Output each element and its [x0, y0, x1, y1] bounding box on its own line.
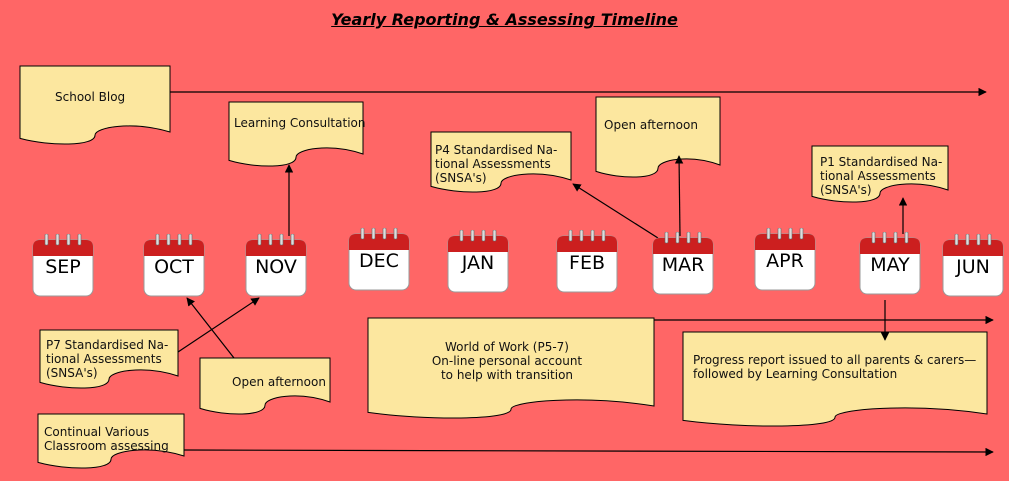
diagram-title: Yearly Reporting & Assessing Timeline [331, 10, 678, 29]
note-shape-open-afternoon-mar [595, 96, 721, 178]
arrow-open-afternoon-oct [186, 297, 235, 359]
calendar-graphic [143, 233, 205, 297]
arrow-mar-open-afternoon [674, 155, 684, 237]
month-label: APR [766, 250, 804, 272]
arrow-p7-nov [177, 297, 260, 353]
note-p4-snsa: P4 Standardised Na- tional Assessments (… [435, 143, 558, 185]
note-learning-consultation: Learning Consultation [234, 116, 366, 130]
note-shape-p1-snsa [811, 145, 949, 203]
note-progress-report: Progress report issued to all parents & … [693, 353, 977, 381]
calendar-graphic [32, 233, 94, 297]
month-label: JUN [956, 256, 990, 278]
note-shape-progress-report [682, 331, 988, 427]
calendar-mar-icon: MAR [652, 231, 714, 296]
arrow-classroom-assessing [183, 447, 994, 457]
note-p7-snsa: P7 Standardised Na- tional Assessments (… [46, 338, 169, 380]
arrow-mar-p4-snsa [572, 183, 659, 239]
note-shape-p4-snsa [430, 131, 572, 193]
calendar-oct-icon: OCT [143, 233, 205, 298]
note-shape-world-of-work [367, 317, 655, 419]
calendar-graphic [348, 227, 410, 291]
month-label: MAR [661, 254, 705, 276]
calendar-apr-icon: APR [754, 227, 816, 292]
note-shape-classroom-assessing [37, 413, 185, 469]
note-shape-learning-consultation [228, 101, 364, 167]
calendar-graphic [447, 229, 509, 293]
note-open-afternoon-nov: Open afternoon [232, 375, 326, 389]
month-label: SEP [45, 256, 81, 278]
calendar-sep-icon: SEP [32, 233, 94, 298]
calendar-may-icon: MAY [859, 231, 921, 296]
note-school-blog: School Blog [55, 90, 126, 104]
calendar-graphic [245, 233, 307, 297]
calendar-graphic [754, 227, 816, 291]
note-shape-p7-snsa [39, 329, 179, 389]
month-label: MAY [870, 254, 910, 276]
month-label: OCT [154, 256, 194, 278]
calendar-graphic [652, 231, 714, 295]
calendar-jun-icon: JUN [942, 233, 1004, 298]
calendar-feb-icon: FEB [556, 229, 618, 294]
calendar-graphic [556, 229, 618, 293]
month-label: JAN [461, 252, 495, 274]
calendar-dec-icon: DEC [348, 227, 410, 292]
month-label: FEB [569, 252, 605, 274]
note-classroom-assessing: Continual Various Classroom assessing [44, 425, 169, 453]
note-shape-open-afternoon-nov [199, 357, 331, 415]
note-world-of-work: World of Work (P5-7) On-line personal ac… [431, 340, 583, 382]
note-p1-snsa: P1 Standardised Na- tional Assessments (… [820, 155, 943, 197]
month-label: DEC [359, 250, 399, 272]
calendar-jan-icon: JAN [447, 229, 509, 294]
calendar-graphic [942, 233, 1004, 297]
calendar-graphic [859, 231, 921, 295]
calendar-nov-icon: NOV [245, 233, 307, 298]
note-open-afternoon-mar: Open afternoon [604, 118, 698, 132]
month-label: NOV [255, 256, 297, 278]
note-shape-school-blog [19, 65, 171, 145]
